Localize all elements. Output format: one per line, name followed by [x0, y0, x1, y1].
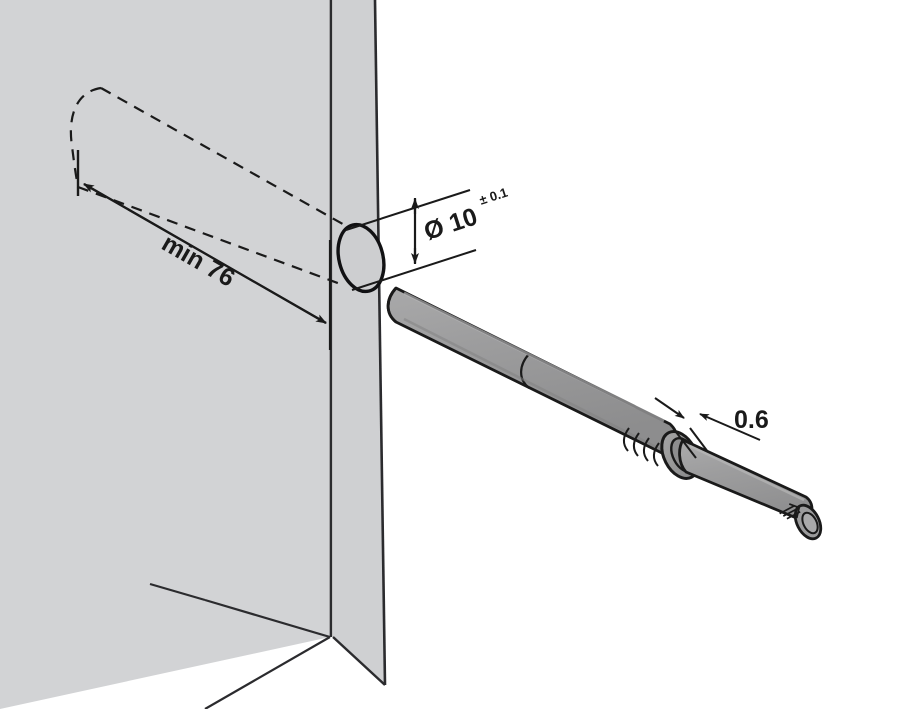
damper-assembly	[386, 286, 823, 541]
panel-inner-fold-upper-ext	[149, 582, 206, 602]
rib-2	[633, 432, 640, 457]
bore-opening-ellipse	[336, 222, 386, 294]
gap-extension-right	[689, 427, 709, 453]
panel-front-edge	[333, 0, 385, 685]
panel-inner-fold-upper	[204, 598, 331, 639]
rib-1	[623, 427, 630, 452]
damper-top-highlight	[403, 291, 665, 423]
dia-extension-bottom	[351, 249, 477, 291]
cabinet-panel-group	[0, 0, 387, 709]
plunger-rod-highlight	[689, 444, 805, 502]
damper-bottom-shadow	[403, 317, 667, 454]
gap-label: 0.6	[734, 406, 769, 434]
bore-hidden-top-line	[100, 87, 358, 233]
mark-stroke-1	[779, 504, 796, 515]
panel-bottom-edge-right	[332, 636, 386, 686]
mark-stroke-2	[782, 507, 798, 517]
panel-front-face	[0, 0, 330, 709]
min76-dimension-line-b	[83, 183, 327, 324]
plunger-end-cap-inner	[801, 511, 819, 535]
dia-extension-top	[345, 189, 471, 231]
dia-tolerance-label: ± 0.1	[477, 185, 509, 208]
bore-opening-group	[336, 222, 386, 294]
damper-segment-seam	[520, 353, 530, 389]
damper-body	[386, 286, 679, 458]
manufacturer-mark	[779, 503, 801, 520]
hidden-bore-outline	[69, 86, 358, 287]
bore-hidden-bottom-line	[77, 185, 344, 287]
panel-vertical-edge-right	[373, 0, 387, 686]
gap-arrow-right	[699, 413, 761, 441]
dia-label: Ø 10	[421, 203, 481, 246]
mark-arrow	[788, 503, 801, 519]
rib-4	[653, 442, 660, 467]
gap-arrow-left	[654, 397, 685, 419]
bore-blind-end-arc	[69, 86, 102, 188]
gap-extension-left	[675, 431, 697, 459]
dimension-gap-06: 0.6	[654, 397, 769, 459]
damper-rear-cap	[386, 287, 398, 324]
plunger-rod	[678, 438, 814, 524]
plunger-end-cap-group	[793, 503, 823, 541]
panel-inner-fold-lower	[204, 636, 331, 709]
rib-3	[643, 437, 650, 462]
damper-grip-ribs	[623, 427, 660, 467]
